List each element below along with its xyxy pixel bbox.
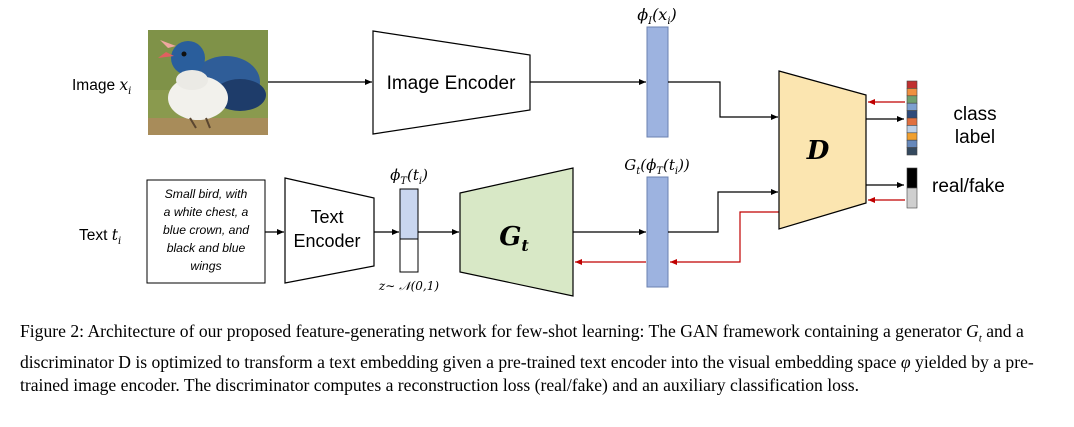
text-line-4: black and blue — [167, 241, 246, 255]
bird-photo — [148, 30, 268, 135]
class-label-cell — [906, 117, 918, 126]
text-description-box — [146, 179, 266, 284]
class-label-cell — [906, 102, 918, 111]
image-input-label: Image xi — [72, 76, 131, 97]
architecture-diagram: Image xi Text ti Small bird, with a whit… — [72, 5, 1005, 297]
real-fake-cell — [906, 167, 918, 189]
class-label-cell — [906, 88, 918, 97]
class-label-cell — [906, 125, 918, 134]
text-line-2: a white chest, a — [164, 205, 249, 219]
image-encoder — [372, 30, 531, 135]
class-label-cell — [906, 132, 918, 141]
text-encoder-label-1: Text — [310, 207, 343, 227]
generated-feature-vector — [646, 176, 669, 288]
text-encoder — [284, 177, 375, 284]
class-label-cell — [906, 110, 918, 119]
text-encoder-label-2: Encoder — [293, 231, 360, 251]
caption-gt: Gt — [966, 321, 982, 345]
caption-part-3: yielded by a pre-trained image encoder. … — [20, 351, 1034, 395]
class-label-cell — [906, 139, 918, 148]
class-label-cell — [906, 95, 918, 104]
arrow-fake-feature-to-d — [668, 189, 778, 233]
generated-feature-label: Gt(ϕT(ti)) — [624, 156, 690, 177]
phi-i-label: ϕI(xi) — [637, 5, 677, 27]
text-line-1: Small bird, with — [165, 187, 248, 201]
class-label-text-1: class — [953, 104, 996, 125]
text-input-label: Text ti — [79, 226, 121, 247]
noise-label: z∼ 𝒩(0,1) — [378, 279, 439, 293]
text-feature-vector — [399, 188, 419, 240]
class-label-vector — [906, 80, 918, 156]
discriminator-label: D — [806, 136, 830, 166]
real-fake-label: real/fake — [932, 176, 1005, 197]
image-feature-vector — [646, 26, 669, 138]
caption-varphi: φ — [900, 351, 911, 372]
gradient-arrow-d-to-feature — [670, 211, 780, 265]
text-line-3: blue crown, and — [163, 223, 250, 237]
phi-t-label: ϕT(ti) — [390, 166, 428, 187]
figure-caption: Figure 2: Architecture of our proposed f… — [20, 320, 1060, 397]
class-label-text-2: label — [955, 127, 995, 148]
discriminator — [778, 70, 867, 230]
caption-fig-number: Figure 2: — [20, 321, 85, 341]
class-label-cell — [906, 147, 918, 156]
generator-label: Gt — [499, 222, 529, 255]
image-encoder-label: Image Encoder — [387, 73, 517, 94]
text-line-5: wings — [190, 259, 221, 273]
caption-part-1: Architecture of our proposed feature-gen… — [87, 321, 962, 341]
arrow-real-feature-to-d — [668, 81, 778, 120]
noise-vector — [399, 238, 419, 273]
real-fake-vector — [906, 167, 918, 209]
class-label-cell — [906, 80, 918, 89]
generator — [459, 167, 574, 297]
caption-part-2: and a discriminator D is optimized to tr… — [20, 321, 1024, 372]
real-fake-cell — [906, 187, 918, 209]
